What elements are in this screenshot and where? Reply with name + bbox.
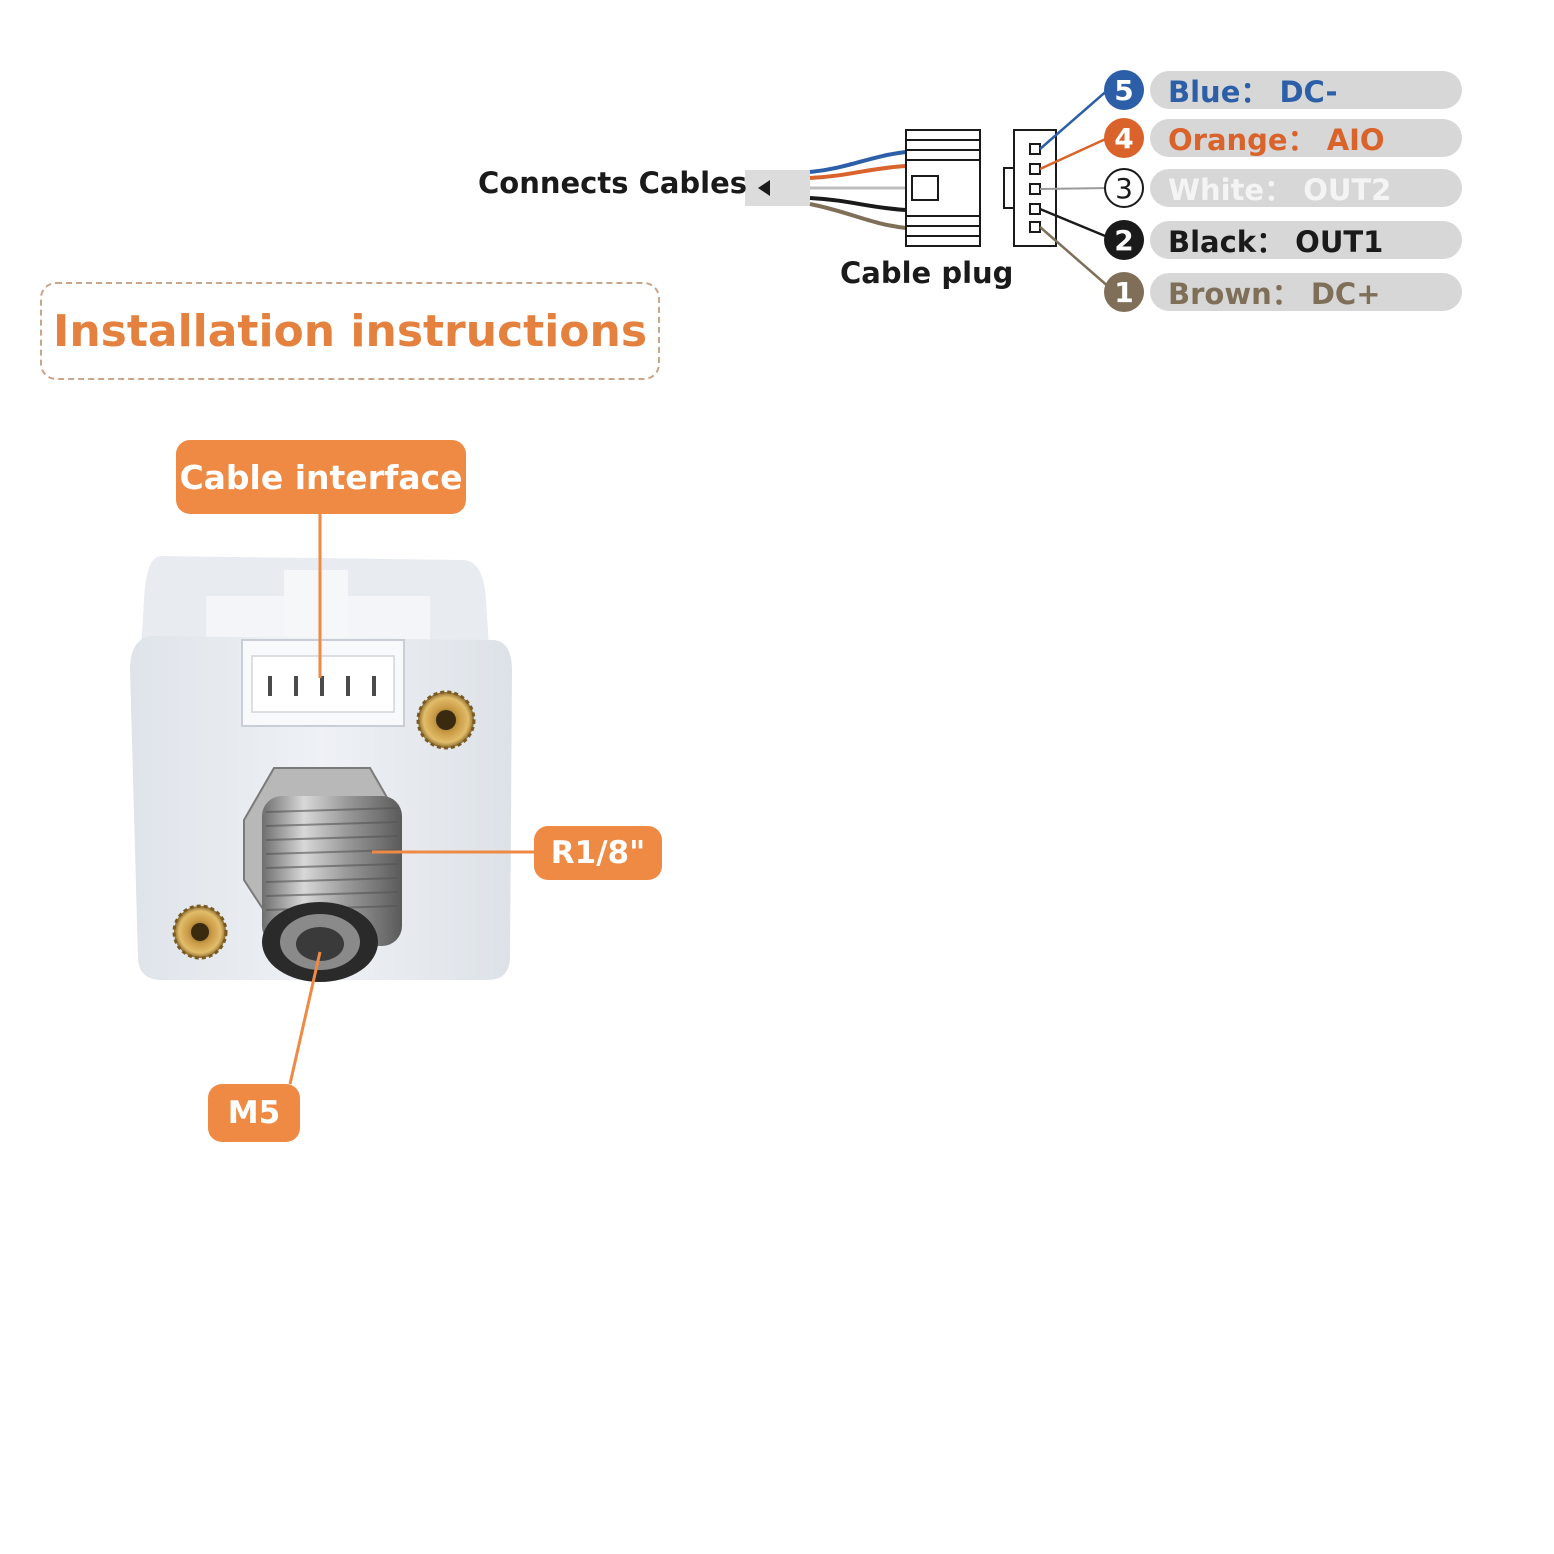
cable-arrow-icon — [758, 180, 770, 196]
cable-plug-icon — [905, 129, 981, 247]
wire-orange — [809, 164, 907, 180]
installation-title-box: Installation instructions — [40, 282, 660, 380]
pin-1-label: Brown： DC+ — [1150, 273, 1462, 311]
pin-2-label: Black： OUT1 — [1150, 221, 1462, 259]
pin-number-4-badge: 4 — [1104, 118, 1144, 158]
pin-number-3-badge: 3 — [1104, 168, 1144, 208]
pin-row-1: 1 Brown： DC+ — [1104, 272, 1462, 312]
pin-4-label: Orange： AIO — [1150, 119, 1462, 157]
wire-black — [809, 196, 907, 212]
wire-brown — [809, 202, 907, 230]
pin-5-label: Blue： DC- — [1150, 71, 1462, 109]
m5-port-callout: M5 — [208, 1084, 300, 1142]
cable-plug-label: Cable plug — [840, 256, 1014, 290]
cable-interface-callout: Cable interface — [176, 440, 466, 514]
thread-size-callout: R1/8" — [534, 826, 662, 880]
pin-3-label: White： OUT2 — [1150, 169, 1462, 207]
installation-title: Installation instructions — [52, 305, 648, 357]
cable-assembly — [745, 87, 1111, 289]
pin-row-4: 4 Orange： AIO — [1104, 118, 1462, 158]
cable-sheath — [745, 170, 810, 206]
connects-cables-label: Connects Cables — [478, 166, 748, 200]
pin-number-5-badge: 5 — [1104, 70, 1144, 110]
pin-number-2-badge: 2 — [1104, 220, 1144, 260]
pin-row-2: 2 Black： OUT1 — [1104, 220, 1462, 260]
sensor-body — [130, 556, 512, 982]
wire-blue — [809, 150, 907, 174]
pin-row-5: 5 Blue： DC- — [1104, 70, 1462, 110]
pin-row-3: 3 White： OUT2 — [1104, 168, 1462, 208]
pin-number-1-badge: 1 — [1104, 272, 1144, 312]
callout-leader-lines — [288, 514, 536, 1085]
